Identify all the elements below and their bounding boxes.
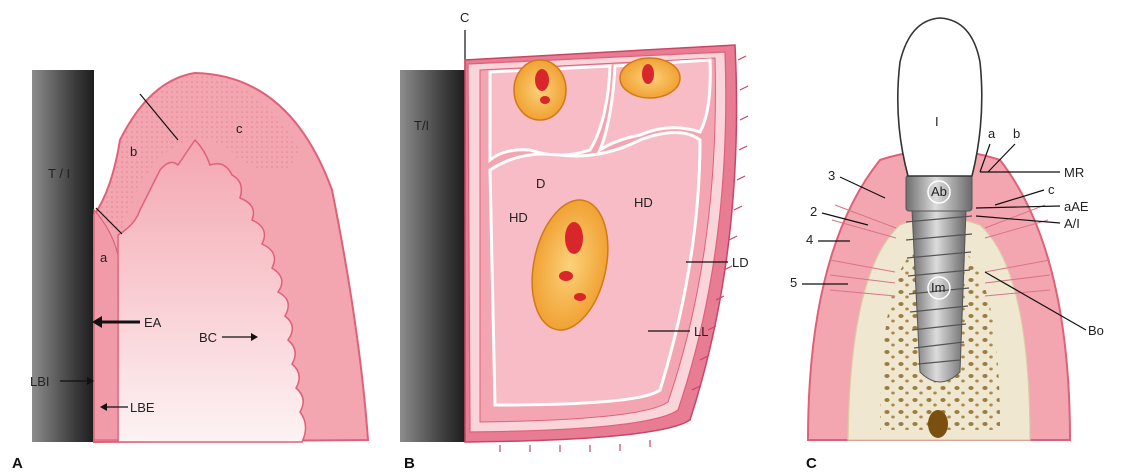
label-ai: A/I xyxy=(1064,216,1080,231)
label-hd-right: HD xyxy=(634,195,653,210)
panel-c: I Ab Im a b c MR aAE A/I Bo 3 2 4 5 C xyxy=(790,18,1104,472)
vessel-red xyxy=(642,64,654,84)
label-zone-a: a xyxy=(100,250,108,265)
label-bc: BC xyxy=(199,330,217,345)
vessel-red xyxy=(559,271,573,281)
label-2: 2 xyxy=(810,204,817,219)
label-hd-left: HD xyxy=(509,210,528,225)
vessel-red xyxy=(565,222,583,254)
panel-b: C T/I D HD HD xyxy=(400,10,749,472)
label-mr: MR xyxy=(1064,165,1084,180)
label-bo: Bo xyxy=(1088,323,1104,338)
panel-letter-a: A xyxy=(12,455,23,472)
label-ld: LD xyxy=(732,255,749,270)
label-crown: I xyxy=(935,114,939,129)
label-c-zone: c xyxy=(1048,182,1055,197)
vessel-red xyxy=(574,293,586,301)
label-5: 5 xyxy=(790,275,797,290)
label-lbe: LBE xyxy=(130,400,155,415)
label-im: Im xyxy=(931,280,945,295)
label-zone-b: b xyxy=(130,144,137,159)
label-ea: EA xyxy=(144,315,162,330)
label-a: a xyxy=(988,126,996,141)
tooth-surface xyxy=(400,70,465,442)
label-ll: LL xyxy=(694,324,708,339)
vessel-red xyxy=(540,96,550,104)
label-lbi: LBI xyxy=(30,374,50,389)
label-zone-c: c xyxy=(236,121,243,136)
nutrient-canal xyxy=(928,410,948,438)
panel-letter-c: C xyxy=(806,455,817,472)
panel-letter-b: B xyxy=(404,455,415,472)
label-tooth-b: T/I xyxy=(414,118,429,133)
label-tooth-a: T / I xyxy=(48,166,70,181)
vessel-red xyxy=(535,69,549,91)
label-aae: aAE xyxy=(1064,199,1089,214)
label-d: D xyxy=(536,176,545,191)
label-3: 3 xyxy=(828,168,835,183)
label-ab: Ab xyxy=(931,184,947,199)
panel-a: T / I a b c EA BC LBI LBE A xyxy=(12,70,368,472)
label-b: b xyxy=(1013,126,1020,141)
crown xyxy=(898,18,982,176)
label-c: C xyxy=(460,10,469,25)
label-4: 4 xyxy=(806,232,813,247)
